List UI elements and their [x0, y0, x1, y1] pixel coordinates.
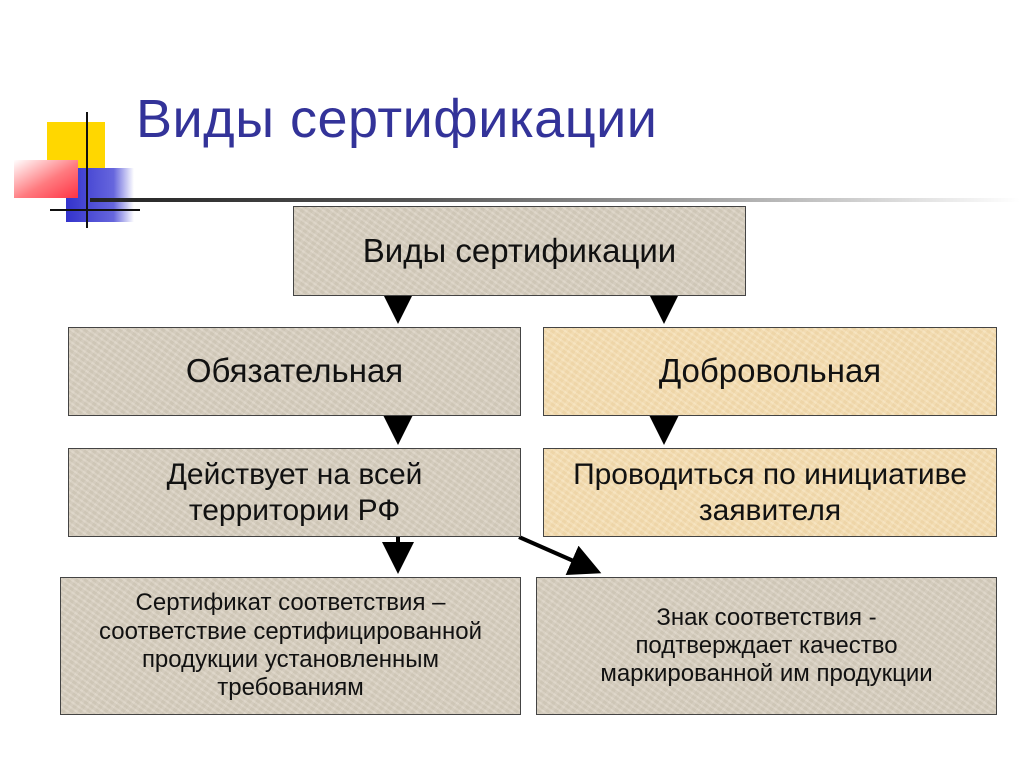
page-title: Виды сертификации [136, 89, 658, 149]
voluntary-scope-box: Проводиться по инициативе заявителя [543, 448, 997, 537]
arrow-scope-to-mark [518, 535, 602, 575]
voluntary-scope-line-1: Проводиться по инициативе [573, 458, 967, 492]
mandatory-certification-box: Обязательная [68, 327, 521, 416]
mandatory-scope-line-1: Действует на всей [166, 458, 423, 492]
mandatory-label: Обязательная [185, 352, 404, 390]
certificate-line-1: Сертификат соответствия – [135, 589, 446, 617]
title-underline-rule [90, 198, 1020, 202]
root-box-certification-types: Виды сертификации [293, 206, 746, 296]
voluntary-label: Добровольная [658, 352, 882, 390]
voluntary-scope-line-2: заявителя [698, 493, 842, 527]
certificate-line-4: требованиям [217, 674, 364, 702]
certificate-line-3: продукции установленным [141, 646, 440, 673]
mark-line-2: подтверждает качество [635, 631, 898, 659]
conformity-mark-box: Знак соответствия - подтверждает качеств… [536, 577, 997, 715]
mark-line-3: маркированной им продукции [600, 660, 933, 688]
deco-red-square [14, 160, 78, 198]
root-box-label: Виды сертификации [362, 231, 677, 269]
certificate-of-conformity-box: Сертификат соответствия – соответствие с… [60, 577, 521, 715]
mandatory-scope-box: Действует на всей территории РФ [68, 448, 521, 537]
certificate-line-2: соответствие сертифицированной [98, 617, 482, 645]
decorative-corner-graphic [14, 112, 1020, 228]
mark-line-1: Знак соответствия - [656, 603, 877, 631]
voluntary-certification-box: Добровольная [543, 327, 997, 416]
mandatory-scope-line-2: территории РФ [188, 493, 401, 527]
